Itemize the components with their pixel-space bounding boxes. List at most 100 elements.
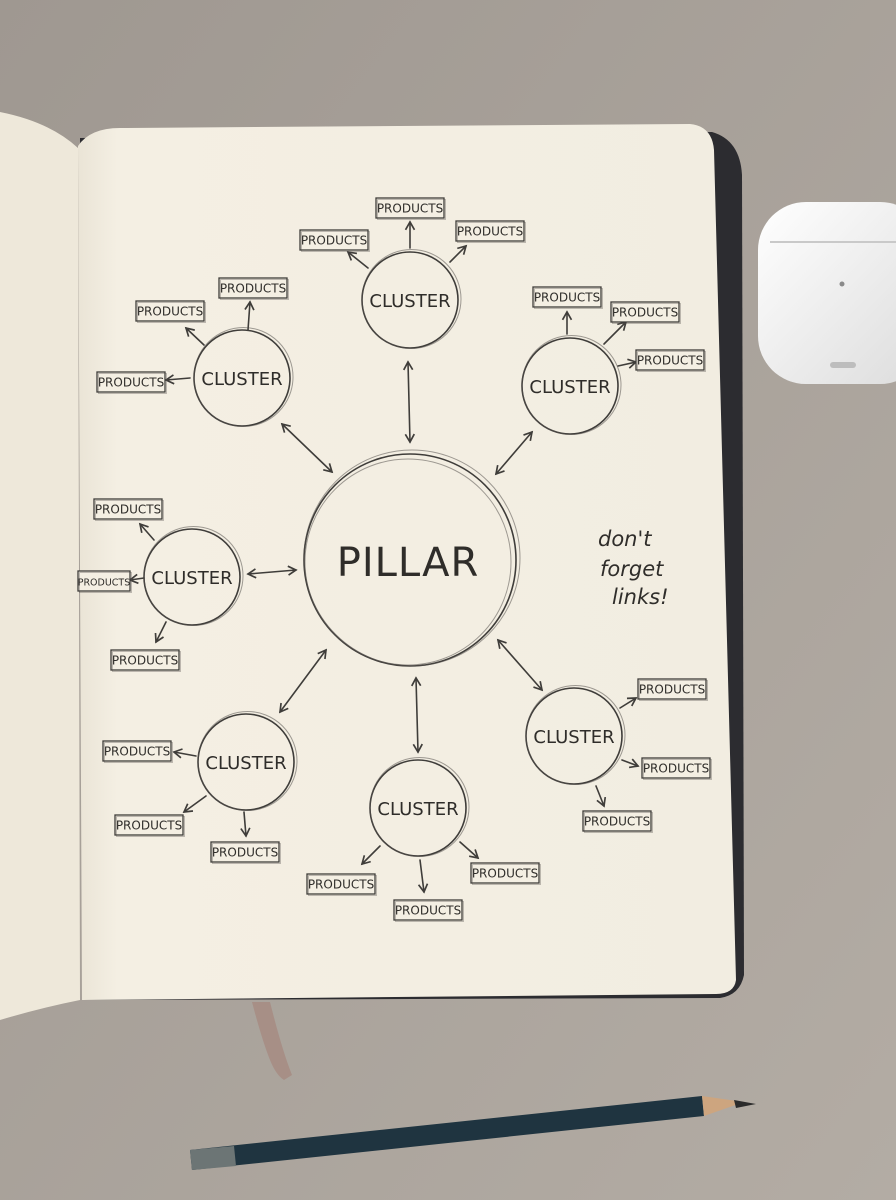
cluster-node: CLUSTER [525, 685, 626, 785]
cluster-label: CLUSTER [205, 753, 286, 774]
product-box-sketch [116, 816, 185, 837]
product-box-frame [93, 498, 163, 520]
product-label: PRODUCTS [98, 376, 164, 390]
product-label: PRODUCTS [643, 762, 709, 776]
right-page [78, 124, 736, 1000]
cluster-node: CLUSTER [143, 526, 244, 626]
product-label: PRODUCTS [212, 846, 278, 860]
product-box: PRODUCTS [306, 873, 377, 896]
product-box-sketch [639, 680, 708, 701]
product-box-sketch [612, 303, 681, 324]
product-box: PRODUCTS [110, 649, 181, 672]
note-line-3: links! [612, 585, 669, 609]
product-box: PRODUCTS [210, 841, 281, 864]
product-arrow [449, 244, 468, 263]
product-label: PRODUCTS [584, 815, 650, 829]
cluster-node: CLUSTER [197, 711, 298, 811]
notebook [0, 112, 744, 1080]
product-arrow [154, 621, 167, 644]
product-box: PRODUCTS [93, 498, 164, 521]
handwritten-note: don't forget links! [598, 527, 669, 609]
product-box-frame [299, 229, 369, 251]
product-arrow [128, 573, 145, 585]
note-line-2: forget [600, 557, 664, 581]
product-arrow [182, 795, 207, 813]
product-box-frame [532, 286, 602, 308]
product-box-sketch [79, 572, 132, 593]
product-box: PRODUCTS [375, 197, 446, 220]
product-box: PRODUCTS [610, 301, 681, 324]
earbuds-case [758, 202, 896, 384]
cluster-label: CLUSTER [151, 568, 232, 589]
product-arrow [417, 859, 429, 894]
product-box-frame [393, 899, 463, 921]
product-box-sketch [534, 288, 603, 309]
pillar-link-arrow [246, 565, 298, 579]
product-box-sketch [584, 812, 653, 833]
product-box-frame [470, 862, 540, 884]
product-box-sketch [220, 279, 289, 300]
product-box: PRODUCTS [96, 371, 167, 394]
pencil [190, 1096, 756, 1170]
product-label: PRODUCTS [534, 291, 600, 305]
product-arrow [244, 300, 255, 331]
product-arrow [459, 841, 480, 860]
product-box-frame [210, 841, 280, 863]
product-box-frame [102, 740, 172, 762]
cluster-circle-sketch [193, 327, 294, 427]
product-label: PRODUCTS [95, 503, 161, 517]
product-box-sketch [137, 302, 206, 323]
product-arrow [346, 250, 369, 269]
product-box-sketch [457, 222, 526, 243]
cluster-circle-sketch [525, 685, 626, 785]
cluster-label: CLUSTER [529, 377, 610, 398]
product-box-sketch [472, 864, 541, 885]
pillar-link-arrow [402, 360, 416, 444]
cluster-circle-sketch [143, 526, 244, 626]
product-box: PRODUCTS [77, 570, 132, 593]
product-box-sketch [98, 373, 167, 394]
product-box-frame [455, 220, 525, 242]
product-box-sketch [301, 231, 370, 252]
product-box: PRODUCTS [299, 229, 370, 252]
product-box-frame [637, 678, 707, 700]
cluster-label: CLUSTER [369, 291, 450, 312]
product-box-sketch [212, 843, 281, 864]
product-arrow [164, 374, 191, 385]
product-box-sketch [112, 651, 181, 672]
product-box-frame [110, 649, 180, 671]
cluster-node: CLUSTER [193, 327, 294, 427]
product-box-frame [77, 570, 131, 592]
product-box-frame [135, 300, 205, 322]
pillar-link-arrow [496, 638, 544, 692]
product-box: PRODUCTS [135, 300, 206, 323]
product-label: PRODUCTS [78, 578, 131, 589]
pillar-node: PILLAR [303, 449, 521, 667]
product-label: PRODUCTS [395, 904, 461, 918]
product-label: PRODUCTS [137, 305, 203, 319]
cluster-circle-sketch [369, 757, 470, 857]
product-box: PRODUCTS [102, 740, 173, 763]
cluster-node: CLUSTER [369, 757, 470, 857]
pillar-link-arrow [494, 430, 534, 476]
pillar-label: PILLAR [337, 540, 480, 586]
pillar-link-arrow [410, 676, 424, 754]
product-box: PRODUCTS [470, 862, 541, 885]
product-box-sketch [308, 875, 377, 896]
product-box-frame [582, 810, 652, 832]
cluster-node: CLUSTER [521, 335, 622, 435]
diagram-nodes: CLUSTERPRODUCTSPRODUCTSPRODUCTSCLUSTERPR… [77, 197, 712, 922]
product-box-frame [96, 371, 166, 393]
product-box-frame [641, 757, 711, 779]
product-box-sketch [377, 199, 446, 220]
product-box-frame [114, 814, 184, 836]
cluster-circle-sketch [361, 249, 462, 349]
product-box-frame [635, 349, 705, 371]
pillar-link-arrow [280, 422, 334, 474]
cluster-label: CLUSTER [201, 369, 282, 390]
product-label: PRODUCTS [301, 234, 367, 248]
product-box-frame [610, 301, 680, 323]
cluster-circle-sketch [197, 711, 298, 811]
product-box: PRODUCTS [114, 814, 185, 837]
